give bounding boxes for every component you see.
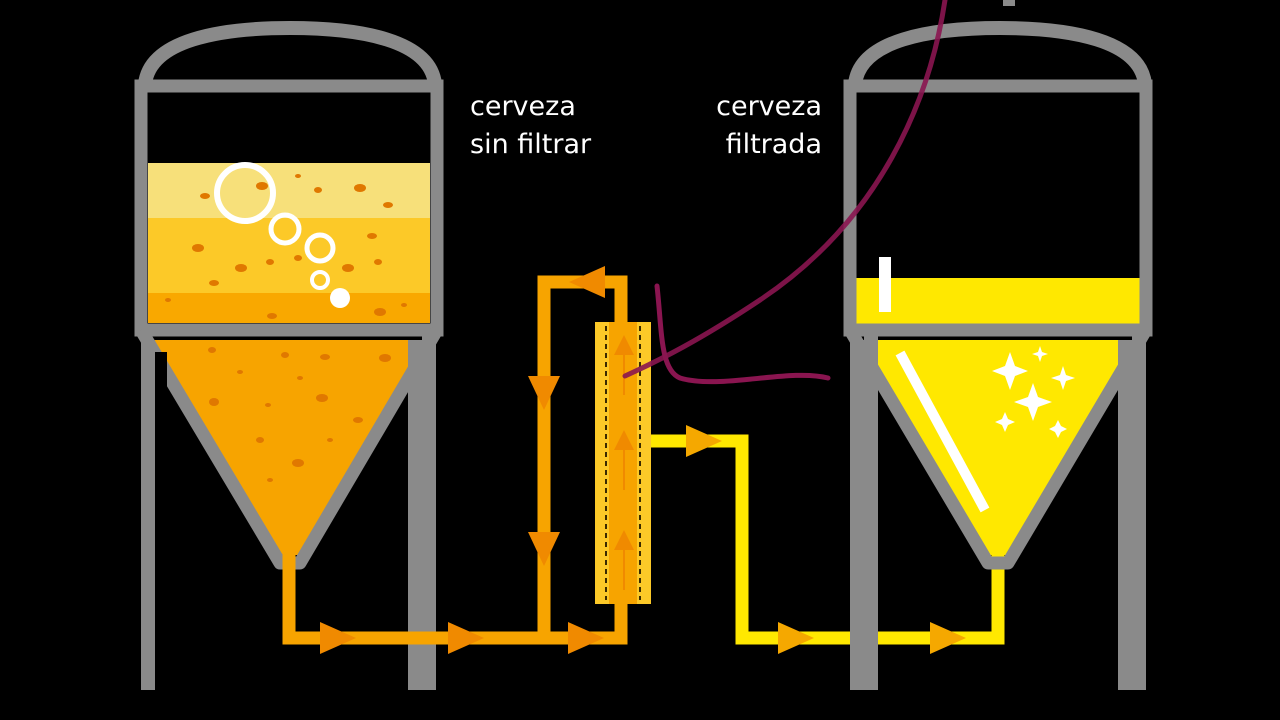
filtered-tank — [843, 20, 1153, 690]
bubble-icon — [214, 162, 350, 308]
tank-leg-left — [850, 340, 864, 690]
tank-dome — [138, 20, 442, 86]
beer-layer-top — [148, 163, 430, 218]
sparkle-icon — [992, 346, 1075, 438]
glare-mark — [879, 257, 891, 312]
tank-body — [843, 79, 1153, 337]
label-unfiltered-line1: cerveza — [470, 91, 576, 122]
flow-arrow-icon — [320, 266, 605, 654]
tank-body — [134, 79, 444, 337]
flow-arrow-icon — [686, 425, 966, 654]
tank-leg-outer-right — [1132, 335, 1146, 690]
tank-leg-right — [408, 340, 422, 690]
tank-leg-right — [1118, 340, 1132, 690]
label-unfiltered-beer: cerveza sin filtrar — [470, 88, 591, 164]
tank-leg-left — [141, 340, 155, 690]
tank-cone-frame — [844, 326, 1152, 570]
tank-dome — [848, 20, 1152, 86]
dosing-line — [622, 0, 1015, 385]
label-filtered-beer: cerveza filtrada — [716, 88, 822, 164]
tank-leg-inner-left — [864, 335, 878, 690]
label-filtered-line1: cerveza — [716, 91, 822, 122]
unfiltered-tank — [134, 20, 444, 690]
beer-layer-mid — [148, 218, 430, 293]
sediment-cone — [150, 340, 428, 555]
thermometer-icon — [1003, 0, 1015, 6]
filtered-beer-cone — [862, 340, 1136, 555]
label-filtered-line2: filtrada — [725, 129, 822, 160]
glare-mark — [895, 350, 990, 513]
label-unfiltered-line2: sin filtrar — [470, 129, 592, 160]
tank-leg-inner-left — [155, 352, 167, 690]
filtered-beer-body — [856, 278, 1140, 324]
beer-layer-deep — [148, 293, 430, 323]
tank-leg-outer-right — [422, 335, 436, 690]
yeast-particles — [165, 174, 407, 482]
